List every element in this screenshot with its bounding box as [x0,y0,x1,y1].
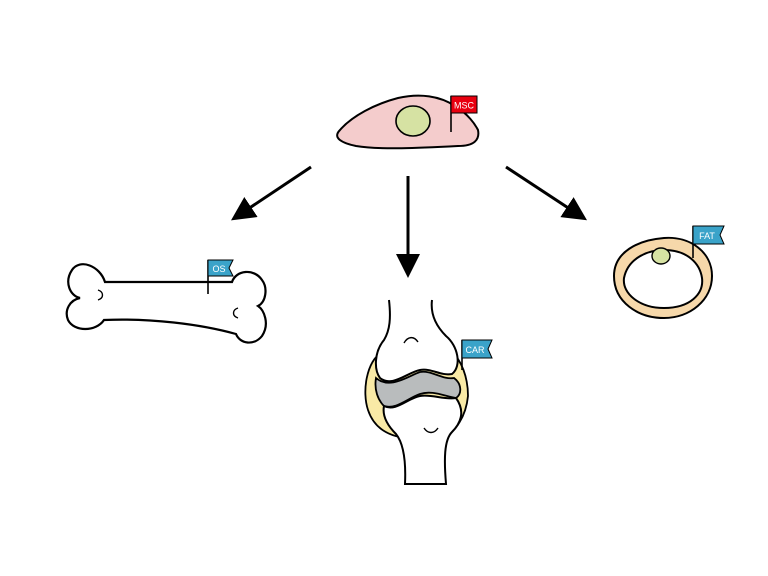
fat-label: FAT [699,231,715,241]
bone-os: OS [65,259,267,344]
os-flag-banner [207,259,234,277]
car-flag: CAR [461,339,493,370]
os-label: OS [212,264,225,274]
lower-bone [382,394,463,485]
msc-cell: MSC [336,94,480,150]
fat-cell-ring [612,236,714,320]
arrow-to-fat [505,165,588,221]
car-flag-banner [461,339,493,359]
cartilage-joint: CAR [364,299,493,485]
fat-flag-banner [692,225,725,245]
msc-flag-banner [450,95,478,114]
arrow-to-os [231,165,312,221]
car-label: CAR [465,345,485,355]
os-flag: OS [207,259,234,294]
bone-shape [65,263,267,344]
msc-flag: MSC [450,95,478,132]
fat-cell: FAT [612,225,725,320]
msc-nucleus [395,105,431,137]
fat-flag: FAT [692,225,725,258]
msc-label: MSC [454,101,475,111]
fat-cell-nucleus [651,247,671,265]
